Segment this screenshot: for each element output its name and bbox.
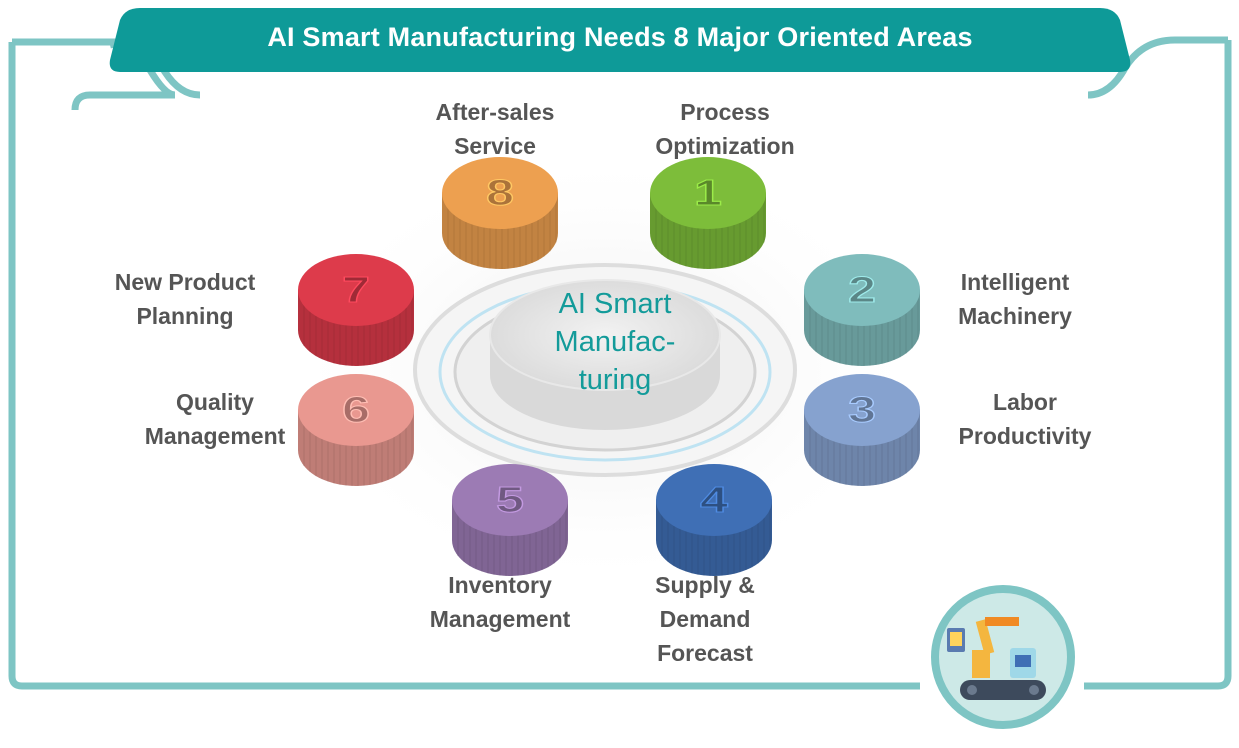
robot-arm-conveyor-icon xyxy=(947,617,1046,700)
header-banner xyxy=(109,8,1131,72)
area-label-3: Labor Productivity xyxy=(958,389,1092,449)
disc-top xyxy=(650,157,766,229)
disc-number-7: 7 xyxy=(342,271,370,311)
area-label-1: Process Optimization xyxy=(655,99,795,159)
disc-top xyxy=(298,374,414,446)
badge xyxy=(928,582,1078,732)
area-label-5: Inventory Management xyxy=(429,572,571,632)
area-disc-5: 5 xyxy=(452,464,568,576)
area-label-4: Supply & Demand Forecast xyxy=(655,572,755,666)
area-disc-4: 4 xyxy=(656,464,772,576)
area-disc-6: 6 xyxy=(298,374,414,486)
disc-number-3: 3 xyxy=(848,391,876,431)
disc-number-1: 1 xyxy=(694,174,722,214)
area-disc-1: 1 xyxy=(650,157,766,269)
disc-number-8: 8 xyxy=(486,174,514,214)
area-disc-8: 8 xyxy=(442,157,558,269)
page-title: AI Smart Manufacturing Needs 8 Major Ori… xyxy=(267,22,973,52)
area-disc-3: 3 xyxy=(804,374,920,486)
area-label-6: Quality Management xyxy=(144,389,286,449)
disc-number-5: 5 xyxy=(496,481,524,521)
disc-top xyxy=(804,254,920,326)
disc-number-4: 4 xyxy=(700,481,728,521)
area-disc-2: 2 xyxy=(804,254,920,366)
area-label-8: After-sales Service xyxy=(435,99,555,159)
disc-top xyxy=(804,374,920,446)
area-label-7: New Product Planning xyxy=(114,269,256,329)
frame-outline xyxy=(8,40,1232,690)
center-title: AI Smart Manufac- turing xyxy=(554,288,676,396)
disc-number-2: 2 xyxy=(848,271,876,311)
disc-top xyxy=(452,464,568,536)
area-label-2: Intelligent Machinery xyxy=(958,269,1072,329)
disc-top xyxy=(442,157,558,229)
disc-top xyxy=(656,464,772,536)
area-disc-7: 7 xyxy=(298,254,414,366)
disc-top xyxy=(298,254,414,326)
disc-number-6: 6 xyxy=(342,391,370,431)
center-cylinder-top xyxy=(489,279,721,391)
